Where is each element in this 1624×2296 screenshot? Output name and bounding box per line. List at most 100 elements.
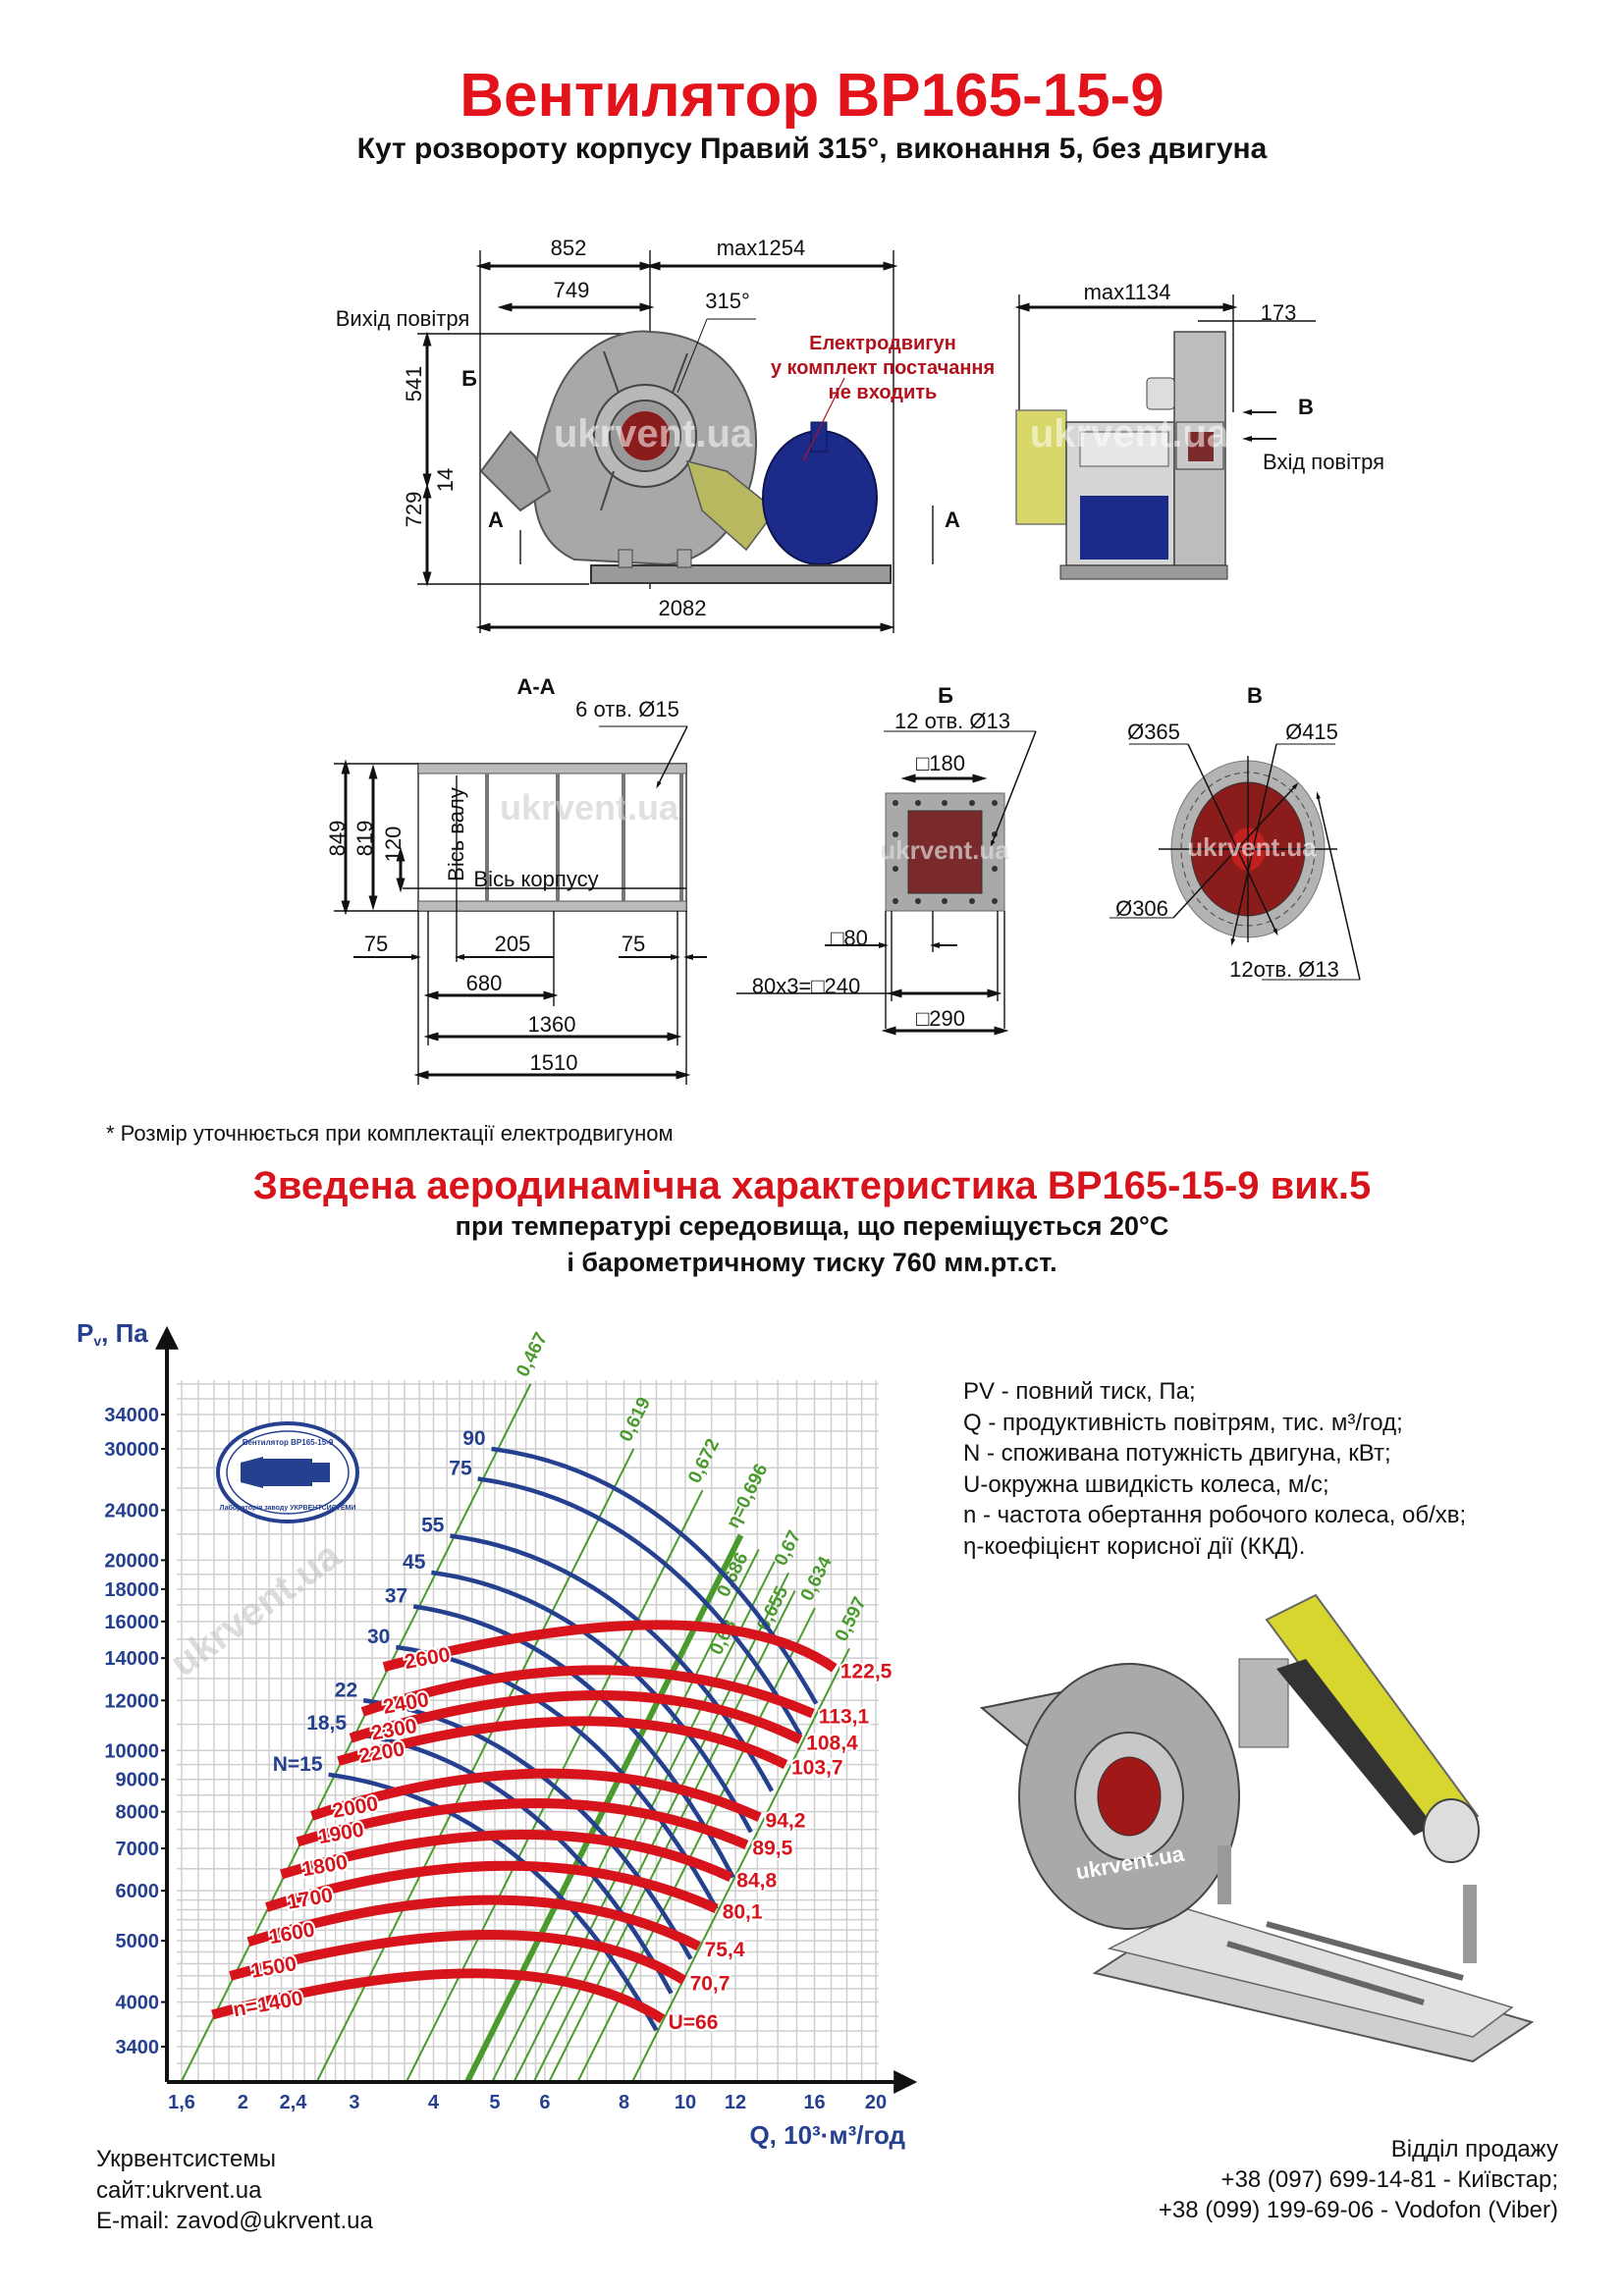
view-b-drawing: Б 12 отв. Ø13 □180 □80 80x3=□240 □290 uk… bbox=[736, 683, 1037, 1036]
phone-vodafone[interactable]: +38 (099) 199-69-06 - Vodofon (Viber) bbox=[1158, 2197, 1558, 2223]
y-tick-label: 8000 bbox=[116, 1802, 160, 1824]
side-motor bbox=[1080, 496, 1168, 560]
speed-curve bbox=[280, 1830, 733, 1883]
power-label: 55 bbox=[421, 1515, 445, 1537]
x-tick-label: 10 bbox=[675, 2092, 696, 2113]
front-view-drawing: 852 max1254 749 315° Вихід повітря 541 1… bbox=[336, 236, 995, 633]
tip-speed-label: 122,5 bbox=[840, 1660, 893, 1682]
speed-curve bbox=[337, 1716, 788, 1770]
power-label: 22 bbox=[335, 1679, 357, 1701]
efficiency-line bbox=[513, 1561, 776, 2084]
laboratory-stamp: Вентилятор ВР165-15-9 Лабораторія заводу… bbox=[216, 1421, 359, 1523]
x-tick-label: 12 bbox=[725, 2092, 746, 2113]
view-v-drawing: В Ø365 Ø415 Ø306 12отв. Ø13 ukrvent.ua bbox=[1110, 683, 1361, 982]
watermark: ukrvent.ua bbox=[1030, 412, 1229, 455]
speed-curve bbox=[382, 1620, 838, 1673]
dim-173: 173 bbox=[1261, 300, 1297, 325]
body-axis-label: Вісь корпусу bbox=[473, 867, 598, 891]
dim-240: 80x3=□240 bbox=[752, 974, 861, 998]
tip-speed-label: 103,7 bbox=[791, 1757, 843, 1780]
legend-item-rpm: n - частота обертання робочого колеса, о… bbox=[963, 1502, 1467, 1528]
motor-note: Електродвигун у комплект постачання не в… bbox=[771, 333, 995, 403]
power-label: 18,5 bbox=[306, 1712, 347, 1735]
efficiency-line bbox=[630, 1647, 850, 2084]
dim-749: 749 bbox=[554, 278, 590, 302]
email-link[interactable]: E-mail: zavod@ukrvent.ua bbox=[96, 2208, 373, 2234]
dim-205: 205 bbox=[495, 932, 531, 956]
side-view-drawing: max1134 173 В Вхід повітря ukrvent.ua bbox=[1014, 280, 1384, 580]
dim-1510: 1510 bbox=[530, 1050, 578, 1075]
section-aa-title: А-А bbox=[516, 674, 555, 699]
base-frame bbox=[590, 564, 892, 584]
y-tick-label: 6000 bbox=[116, 1881, 160, 1902]
speed-curve bbox=[211, 1968, 666, 2024]
legend-item-efficiency: η-коефіцієнт корисної дії (ККД). bbox=[963, 1532, 1306, 1560]
efficiency-line bbox=[532, 1572, 790, 2084]
y-tick-label: 20000 bbox=[104, 1550, 159, 1572]
dim-1360: 1360 bbox=[528, 1012, 576, 1037]
legend-item-pv: PV - повний тиск, Па; bbox=[963, 1378, 1196, 1405]
air-inlet-label: Вхід повітря bbox=[1263, 450, 1384, 474]
sales-contacts: Відділ продажу +38 (097) 699-14-81 - Киї… bbox=[1159, 2134, 1558, 2225]
y-tick-label: 3400 bbox=[116, 2037, 160, 2058]
view-b-holes: 12 отв. Ø13 bbox=[894, 709, 1010, 733]
dim-max1254: max1254 bbox=[717, 236, 806, 260]
outlet-duct bbox=[479, 430, 552, 512]
y-tick-label: 12000 bbox=[104, 1690, 159, 1712]
svg-text:не входить: не входить bbox=[829, 382, 938, 403]
speed-curve bbox=[265, 1860, 719, 1913]
website-link[interactable]: сайт:ukrvent.ua bbox=[96, 2176, 262, 2204]
y-tick-label: 24000 bbox=[104, 1500, 159, 1522]
x-tick-label: 20 bbox=[865, 2092, 887, 2113]
x-tick-label: 2 bbox=[238, 2092, 248, 2113]
chart-legend: PV - повний тиск, Па; Q - продуктивність… bbox=[963, 1376, 1466, 1562]
x-tick-label: 6 bbox=[539, 2092, 550, 2113]
view-v-marker: В bbox=[1298, 395, 1314, 419]
power-curve bbox=[412, 1604, 735, 1879]
y-tick-label: 9000 bbox=[116, 1770, 160, 1791]
y-tick-label: 7000 bbox=[116, 1839, 160, 1860]
chart-subtitle-line-1: при температурі середовища, що переміщує… bbox=[455, 1211, 1169, 1241]
speed-curve bbox=[360, 1665, 815, 1719]
y-tick-label: 18000 bbox=[104, 1579, 159, 1601]
efficiency-line bbox=[490, 1548, 760, 2084]
dim-14: 14 bbox=[433, 468, 458, 492]
tip-speed-label: 89,5 bbox=[752, 1837, 792, 1859]
x-tick-label: 16 bbox=[803, 2092, 825, 2113]
y-axis-label: Pv, Па bbox=[77, 1318, 148, 1349]
x-tick-label: 1,6 bbox=[168, 2092, 195, 2113]
company-contacts: Укрвентсистемы сайт:ukrvent.ua E-mail: z… bbox=[96, 2144, 373, 2237]
tip-speed-label: 108,4 bbox=[806, 1732, 858, 1754]
x-tick-label: 2,4 bbox=[280, 2092, 308, 2113]
x-tick-label: 4 bbox=[428, 2092, 440, 2113]
legend-item-n: N - споживана потужність двигуна, кВт; bbox=[963, 1440, 1391, 1467]
power-curve bbox=[328, 1772, 659, 2032]
y-tick-label: 5000 bbox=[116, 1931, 160, 1952]
power-curve bbox=[431, 1570, 753, 1834]
y-tick-label: 16000 bbox=[104, 1612, 159, 1633]
section-a-marker-left: А bbox=[488, 507, 504, 532]
dim-415: Ø415 bbox=[1285, 720, 1338, 744]
dim-365: Ø365 bbox=[1127, 720, 1180, 744]
efficiency-line bbox=[575, 1607, 816, 2084]
legend-item-u: U-окружна швидкість колеса, м/с; bbox=[963, 1470, 1329, 1498]
power-label: 90 bbox=[462, 1427, 485, 1450]
air-outlet-label: Вихід повітря bbox=[336, 306, 470, 331]
power-label: 37 bbox=[385, 1585, 407, 1608]
efficiency-label: 0,467 bbox=[513, 1329, 552, 1380]
watermark: ukrvent.ua bbox=[1187, 832, 1317, 862]
svg-text:у комплект постачання: у комплект постачання bbox=[771, 357, 995, 379]
chart-title: Зведена аеродинамічна характеристика ВР1… bbox=[252, 1164, 1372, 1207]
aerodynamic-chart: Вентилятор ВР165-15-9 Лабораторія заводу… bbox=[77, 1318, 918, 2150]
x-axis-label: Q, 10³·м³/год bbox=[749, 2120, 905, 2150]
dim-852: 852 bbox=[551, 236, 587, 260]
legend-item-q: Q - продуктивність повітрям, тис. м³/год… bbox=[963, 1409, 1403, 1436]
company-name: Укрвентсистемы bbox=[96, 2146, 277, 2172]
phone-kyivstar[interactable]: +38 (097) 699-14-81 - Київстар; bbox=[1220, 2166, 1558, 2193]
page-subtitle: Кут розвороту корпусу Правий 315°, викон… bbox=[356, 133, 1268, 165]
speed-curve bbox=[229, 1930, 687, 1985]
tip-speed-label: 80,1 bbox=[723, 1900, 763, 1923]
page-title: Вентилятор ВР165-15-9 bbox=[460, 62, 1164, 130]
svg-text:Електродвигун: Електродвигун bbox=[809, 333, 956, 354]
power-label: 45 bbox=[403, 1551, 426, 1574]
